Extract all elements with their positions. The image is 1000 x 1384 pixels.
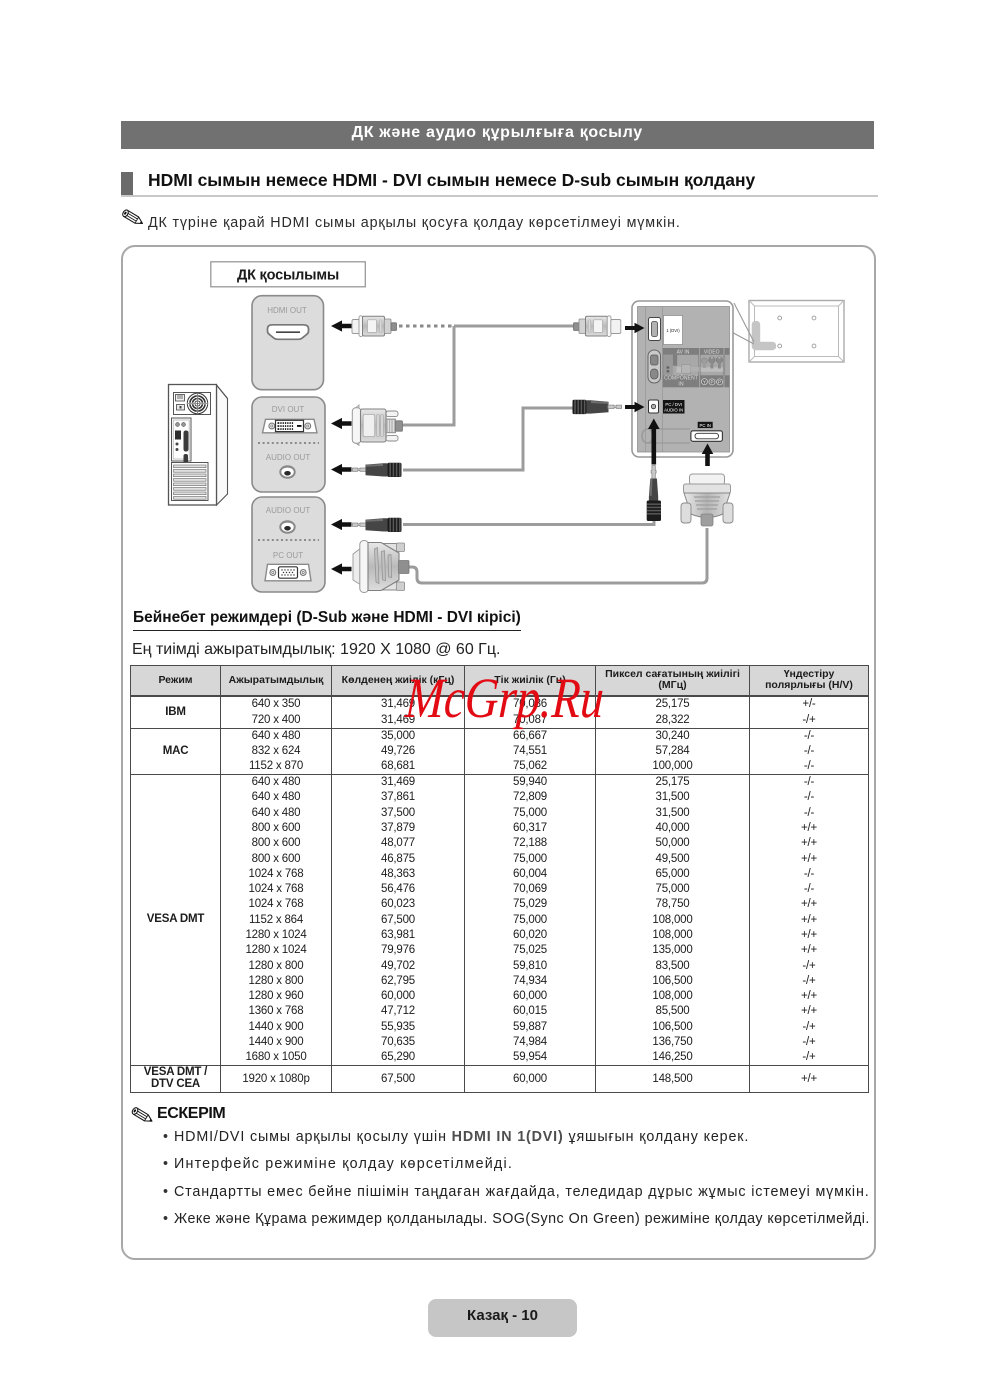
svg-text:IN: IN [678, 381, 683, 387]
svg-text:VIDEO: VIDEO [704, 350, 720, 356]
svg-text:AUDIO OUT: AUDIO OUT [266, 506, 311, 515]
svg-text:AUDIO IN: AUDIO IN [664, 408, 683, 413]
svg-text:PC / DVI: PC / DVI [665, 402, 682, 407]
svg-text:COMPONENT: COMPONENT [664, 376, 699, 382]
svg-text:AUDIO OUT: AUDIO OUT [266, 453, 311, 462]
svg-text:Y: Y [703, 379, 706, 384]
svg-text:P: P [710, 380, 713, 385]
svg-text:HDMI OUT: HDMI OUT [267, 306, 307, 315]
svg-text:PC IN: PC IN [699, 423, 710, 428]
svg-text:ДК қосылымы: ДК қосылымы [237, 268, 339, 284]
svg-text:P: P [718, 380, 721, 385]
svg-text:1 (DVI): 1 (DVI) [666, 328, 680, 333]
svg-text:DVI OUT: DVI OUT [272, 405, 305, 414]
svg-text:PC OUT: PC OUT [273, 551, 303, 560]
svg-text:AV IN: AV IN [677, 350, 690, 356]
